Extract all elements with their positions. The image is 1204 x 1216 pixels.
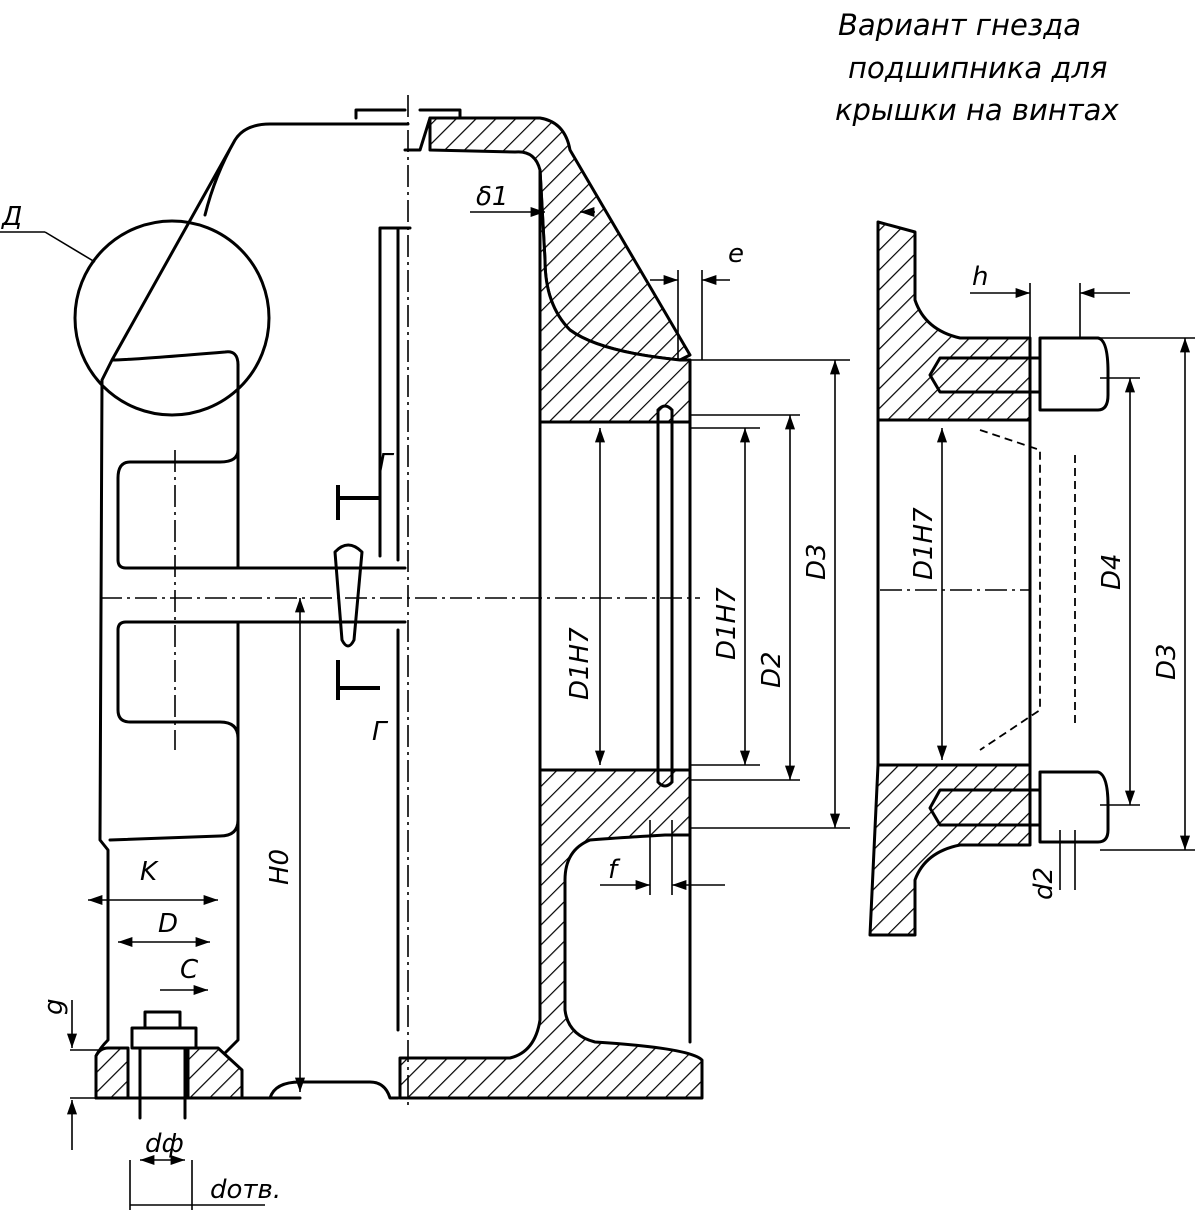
detail-circle — [73, 219, 271, 417]
label-h0: H0 — [265, 849, 295, 885]
label-g: g — [39, 998, 69, 1015]
foot-outline — [268, 1080, 400, 1100]
foot-bolt — [130, 1010, 198, 1120]
variant-wall-top — [876, 220, 1032, 422]
label-d3-variant: D3 — [1152, 643, 1182, 680]
variant-bore — [876, 420, 1032, 765]
label-k: K — [140, 857, 159, 887]
label-d-otv: dотв. — [210, 1175, 281, 1205]
caption-line-3: крышки на винтах — [835, 93, 1119, 127]
label-e: e — [728, 239, 744, 269]
shaft-slot — [116, 558, 407, 632]
label-d2-small: d2 — [1029, 867, 1059, 900]
label-d4: D4 — [1097, 553, 1127, 590]
label-c: C — [180, 955, 199, 985]
inner-bore-lines — [538, 404, 692, 1044]
variant-dimensions — [936, 283, 1195, 890]
label-g-top: Г — [378, 449, 395, 479]
label-d3: D3 — [802, 543, 832, 580]
housing-outline — [94, 122, 410, 1100]
label-detail: Д — [1, 202, 22, 232]
caption-line-1: Вариант гнезда — [838, 8, 1081, 42]
label-d-f: dф — [145, 1129, 184, 1159]
variant-wall-bottom — [868, 763, 1032, 937]
caption: Вариант гнезда подшипника для крышки на … — [835, 8, 1119, 127]
inner-wall-lines — [216, 226, 412, 1062]
label-d2: D2 — [757, 651, 787, 688]
label-h: h — [972, 262, 988, 292]
label-d-cap: D — [158, 909, 178, 939]
variant-view — [868, 220, 1110, 937]
section-flange-bottom — [398, 768, 704, 1100]
variant-cover-dashed — [979, 429, 1076, 751]
label-delta1: δ1 — [476, 182, 508, 212]
oil-gauge — [333, 543, 364, 648]
labels: Д δ1 e h Г Г D1H7 D1H7 D2 D3 D1H7 D4 D3 … — [1, 182, 1182, 1205]
label-d1h7-b: D1H7 — [712, 587, 742, 660]
dimension-lines — [0, 206, 850, 1210]
label-g-bottom: Г — [372, 717, 389, 747]
variant-screw-top — [928, 336, 1110, 412]
label-f: f — [608, 855, 621, 885]
top-lug — [354, 108, 462, 152]
foot-section-2 — [186, 1046, 244, 1100]
section-marks — [336, 485, 380, 700]
variant-screw-bottom — [928, 770, 1110, 844]
section-flange-top — [538, 168, 692, 424]
foot-section — [94, 1046, 130, 1100]
caption-line-2: подшипника для — [848, 51, 1107, 85]
label-d1h7-a: D1H7 — [565, 627, 595, 700]
label-d1h7-variant: D1H7 — [909, 507, 939, 580]
main-view — [73, 108, 704, 1120]
